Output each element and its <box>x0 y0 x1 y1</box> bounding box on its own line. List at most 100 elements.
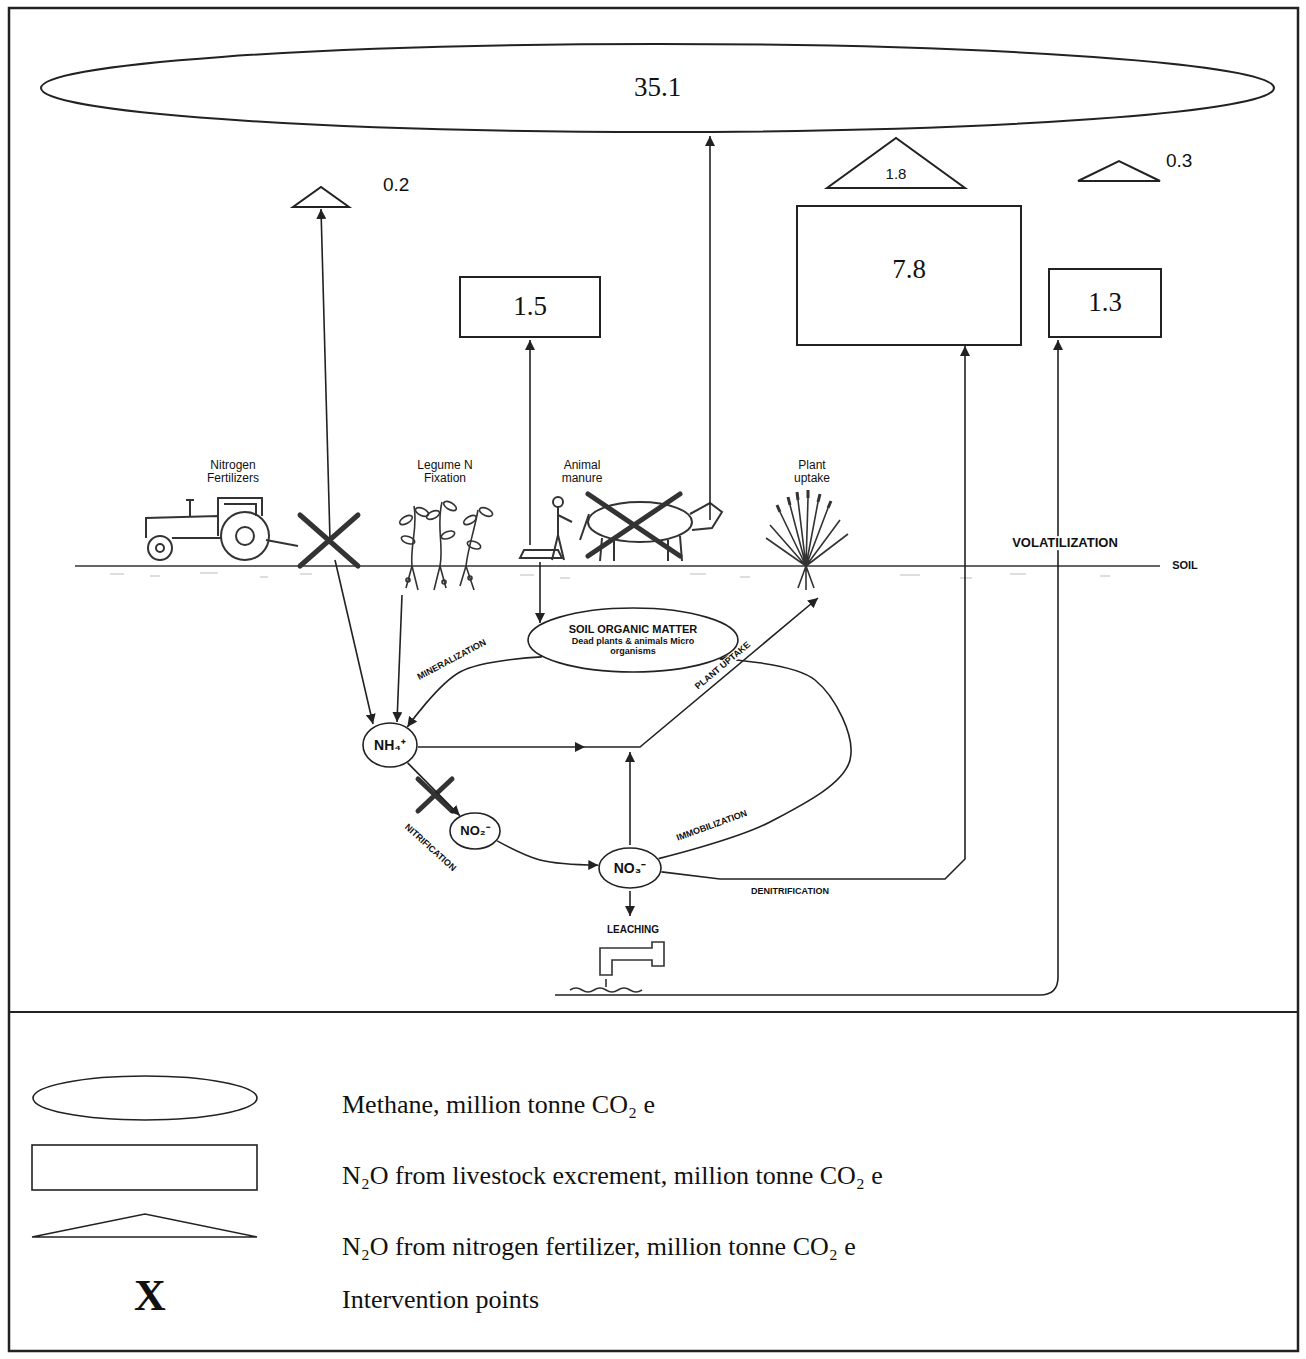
tractor-illustration <box>146 498 298 560</box>
fertilizer-n2o-triangle-border <box>293 187 349 207</box>
tractor-illustration-part <box>146 516 218 538</box>
ground-line-part <box>75 565 1160 567</box>
tractor-illustration-part <box>218 498 262 516</box>
process-label: VOLATILIZATION <box>1010 536 1120 550</box>
legume-illustration-part <box>442 499 458 512</box>
cow-illustration-part <box>552 507 572 560</box>
legume-illustration-part <box>400 534 416 545</box>
frame <box>9 8 1298 1351</box>
cow-illustration-part <box>690 503 722 530</box>
legume-illustration-part <box>440 502 442 566</box>
nitrogen-form-circle-border <box>599 848 661 888</box>
emission-arrows-part <box>709 136 711 520</box>
wheat-illustration-part <box>777 490 831 512</box>
wheat-illustration-part <box>798 566 814 590</box>
nitrogen-form-circle: NO₃⁻ <box>598 847 662 889</box>
legend-text: Intervention points <box>340 1286 541 1313</box>
value-text: NH₄⁺ <box>374 737 406 753</box>
note-text: Dead plants & animals Micro organisms <box>568 636 698 657</box>
excrement-n2o-box: 7.8 <box>796 205 1022 346</box>
water-pipe-illustration-part <box>570 988 642 992</box>
source-label: Legume N Fixation <box>405 459 485 484</box>
input-arrows <box>335 560 540 724</box>
input-arrows-part <box>335 560 373 724</box>
plant-uptake-arrows-part <box>629 891 631 916</box>
excrement-n2o-box: 1.3 <box>1048 268 1162 338</box>
emission-arrows <box>321 136 1058 995</box>
wheat-illustration <box>766 490 848 590</box>
legend-samples-part <box>32 1214 257 1237</box>
legend-samples <box>32 1076 257 1237</box>
fertilizer-n2o-triangle-border <box>1078 161 1160 181</box>
input-arrows-part <box>539 562 541 623</box>
emission-arrows-part <box>529 340 531 545</box>
fertilizer-n2o-triangle-outline <box>1077 160 1161 182</box>
nitrogen-form-circle-border <box>450 813 500 849</box>
legume-illustration-part <box>478 506 494 518</box>
soil-pool-ellipse-border <box>528 608 738 672</box>
legend-samples-part <box>32 1145 257 1190</box>
emission-arrows-part <box>321 209 330 540</box>
flow-arrow <box>408 763 460 816</box>
water-pipe-illustration-part <box>600 942 664 975</box>
frame-part <box>9 8 1298 1351</box>
process-label: LEACHING <box>605 925 661 936</box>
value-text: 0.2 <box>383 174 409 196</box>
nitrogen-form-circle: NO₂⁻ <box>449 812 501 850</box>
excrement-n2o-box: 1.5 <box>459 276 601 338</box>
fertilizer-n2o-triangle: 0.2 <box>292 186 350 208</box>
process-label: MINERALIZATION <box>414 637 489 683</box>
tractor-illustration-part <box>186 500 194 516</box>
tractor-illustration-part <box>221 512 269 560</box>
fertilizer-n2o-triangle-border <box>827 138 965 188</box>
intervention-mark-part <box>588 494 680 556</box>
methane-ellipse-border <box>41 44 1274 132</box>
flow-arrow <box>661 346 965 879</box>
flow-arrow <box>497 841 598 865</box>
water-pipe-illustration-part <box>605 979 607 987</box>
value-text: 1.5 <box>513 291 547 322</box>
tractor-illustration-part <box>172 537 221 539</box>
legume-illustration-part <box>425 509 441 521</box>
cow-illustration-part <box>520 550 562 558</box>
process-label: DENITRIFICATION <box>749 887 831 896</box>
legend-text: Methane, million tonne CO₂ e <box>340 1091 657 1118</box>
methane-ellipse: 35.1 <box>40 43 1275 133</box>
legume-illustration-part <box>398 513 414 526</box>
plant-uptake-arrows-part <box>629 752 631 845</box>
process-label: IMMOBILIZATION <box>674 808 751 844</box>
source-label: Nitrogen Fertilizers <box>193 459 273 484</box>
value-text: NO₃⁻ <box>614 860 646 876</box>
tractor-illustration-part <box>266 540 298 546</box>
legend-text: N₂O from nitrogen fertilizer, million to… <box>340 1233 858 1260</box>
tractor-illustration-part <box>236 527 254 545</box>
cow-illustration-part <box>580 514 589 540</box>
excrement-n2o-box-border <box>797 206 1021 345</box>
intervention-symbol: X <box>132 1273 168 1319</box>
cow-illustration-part <box>553 497 563 507</box>
nitrogen-form-circle-border <box>363 723 417 767</box>
cow-illustration <box>520 497 722 561</box>
value-text: 1.3 <box>1088 287 1122 318</box>
legume-illustration-part <box>412 506 415 566</box>
nitrogen-form-circle: NH₄⁺ <box>362 722 418 768</box>
ground-line-part <box>110 573 1110 578</box>
source-label: Animal manure <box>549 459 615 484</box>
value-text: 1.8 <box>886 165 907 182</box>
water-pipe-illustration <box>570 942 664 992</box>
legend-samples-part <box>33 1076 257 1120</box>
layer-label: SOIL <box>1170 560 1200 572</box>
soil-pool-ellipse: SOIL ORGANIC MATTERDead plants & animals… <box>527 607 739 673</box>
flow-arrow <box>659 659 851 859</box>
tractor-illustration-part <box>224 504 256 516</box>
value-text: 0.3 <box>1166 150 1192 172</box>
legume-illustration-part <box>442 580 446 584</box>
frame-part <box>9 1011 1298 1013</box>
legume-illustration-part <box>466 539 482 550</box>
intervention-mark-part <box>300 515 358 566</box>
legume-illustration-part <box>440 529 456 540</box>
value-text: 7.8 <box>892 254 926 285</box>
plant-uptake-arrows-part <box>418 746 585 748</box>
